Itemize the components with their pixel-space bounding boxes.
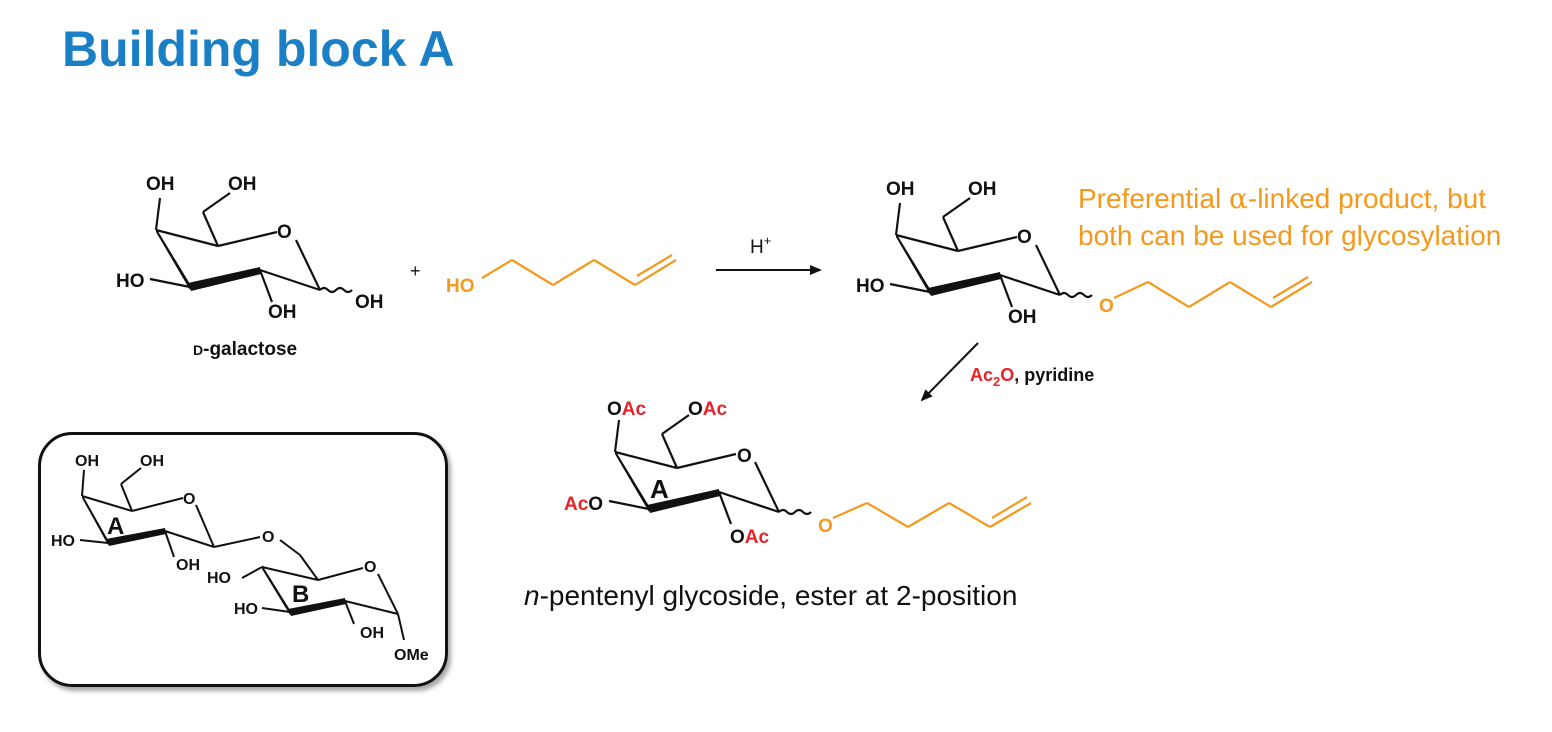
ring-label-A: A [650, 474, 669, 504]
peracetyl-galactoside-structure [608, 414, 812, 525]
pentenyl-chain [832, 496, 1032, 528]
atom-label: HO [207, 570, 231, 587]
caption-text: -pentenyl glycoside, ester at 2-position [539, 580, 1018, 611]
slide-title: Building block A [62, 21, 455, 77]
anomer-note: Preferential α-linked product, but both … [1078, 180, 1501, 254]
methoxy-label: OMe [394, 647, 429, 664]
galactose-structure [149, 192, 353, 303]
atom-label: HO [234, 601, 258, 618]
atom-label: OH [886, 179, 915, 200]
atom-label: HO [51, 533, 75, 550]
acetoxy-label: OAc [607, 399, 647, 420]
note-text: Preferential [1078, 183, 1229, 214]
atom-label: OH [228, 174, 257, 195]
ring-label-B: B [292, 581, 309, 608]
note-line-1: Preferential α-linked product, but [1078, 180, 1501, 217]
reaction-arrow-2 [920, 342, 979, 402]
atom-label: OH [176, 557, 200, 574]
pentenol-structure [481, 254, 677, 286]
alpha-symbol: α [1228, 182, 1248, 215]
ring-oxygen-label: O [1017, 227, 1032, 248]
disaccharide-inset-box [38, 432, 448, 687]
atom-label: OH [146, 174, 175, 195]
atom-label: OH [1008, 307, 1037, 328]
alcohol-label: HO [446, 276, 475, 297]
atom-label: OH [360, 625, 384, 642]
disaccharide-structure [79, 467, 405, 641]
ring-label-A: A [107, 513, 124, 540]
atom-label: OH [75, 453, 99, 470]
acetoxy-label: OAc [688, 399, 728, 420]
ring-oxygen-label: O [364, 559, 376, 576]
plus-sign: + [410, 261, 421, 281]
glycosidic-oxygen-label: O [818, 516, 833, 537]
acetoxy-label: OAc [730, 527, 770, 548]
note-line-2: both can be used for glycosylation [1078, 220, 1502, 251]
ring-oxygen-label: O [737, 446, 752, 467]
atom-label: OH [268, 302, 297, 323]
pentenyl-chain [1113, 276, 1313, 308]
atom-label: HO [116, 271, 145, 292]
glycosidic-oxygen-label: O [1099, 296, 1114, 317]
atom-label: HO [856, 276, 885, 297]
atom-label: OH [968, 179, 997, 200]
acetoxy-label: AcO [564, 494, 603, 515]
atom-label: OH [355, 292, 384, 313]
atom-label: OH [140, 453, 164, 470]
reagent-acid: H+ [750, 233, 771, 258]
pentenyl-galactoside-structure [889, 197, 1093, 308]
ring-oxygen-label: O [277, 222, 292, 243]
ring-oxygen-label: O [183, 491, 195, 508]
note-text: -linked product, but [1247, 183, 1487, 214]
inset-labels: OH OH O HO OH O O HO HO OH OMe A B [51, 453, 429, 664]
product-caption: n-pentenyl glycoside, ester at 2-positio… [524, 580, 1017, 612]
linking-oxygen-label: O [262, 529, 274, 546]
compound-name-galactose: D-galactose [193, 339, 297, 360]
caption-italic: n [524, 580, 540, 611]
reagent-acetylation: Ac2O, pyridine [970, 365, 1094, 389]
